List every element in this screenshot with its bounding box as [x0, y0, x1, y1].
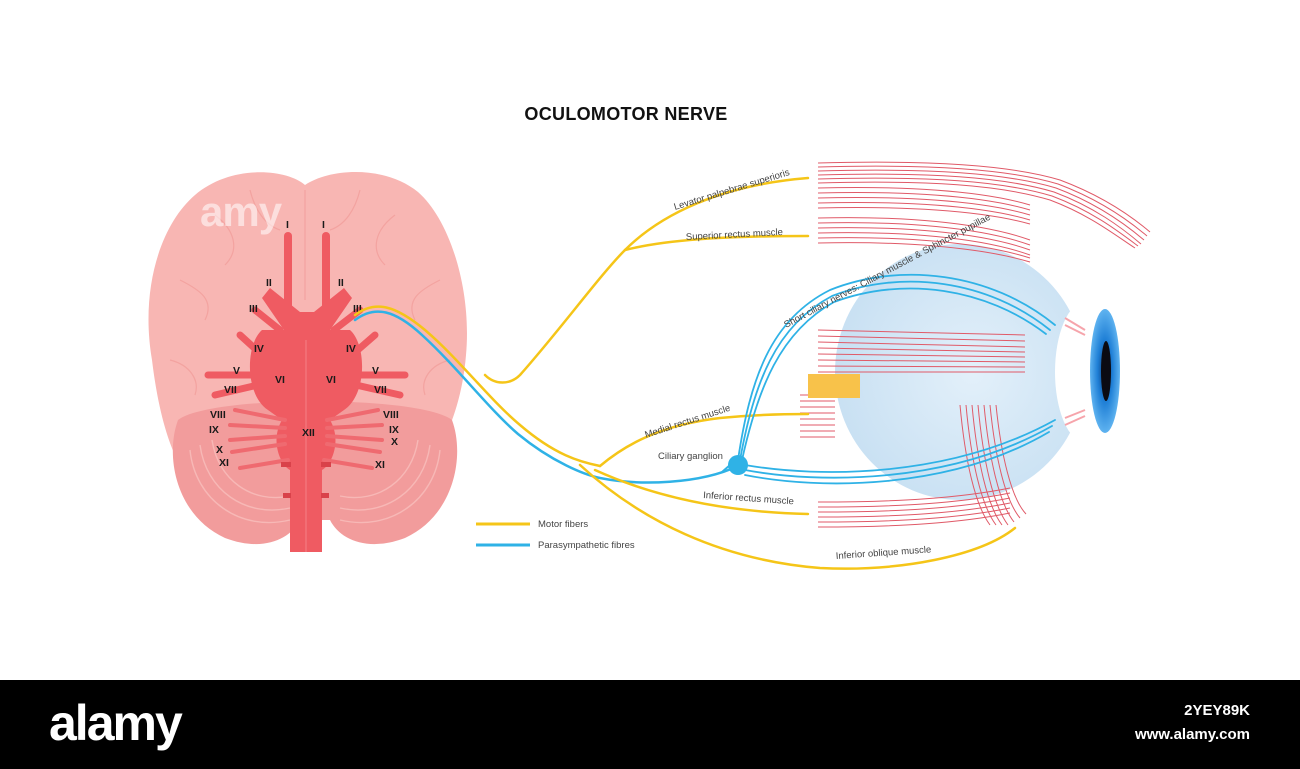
- parasympathetic-trunk: [353, 310, 740, 484]
- ciliary-body: [1064, 317, 1086, 426]
- cn-left-VII: VII: [224, 384, 237, 396]
- superior-rectus-branch: [623, 234, 810, 252]
- cn-left-IX: IX: [209, 424, 219, 436]
- short-ciliary-nerve-upper-1: [737, 273, 1056, 461]
- cn-left-V: V: [233, 365, 240, 377]
- label-ciliary-ganglion: Ciliary ganglion: [658, 451, 723, 462]
- levator-branch: [623, 176, 810, 252]
- brain-illustration: [148, 171, 467, 552]
- medial-rectus-branch: [598, 412, 810, 468]
- watermark-logo: amy: [200, 188, 282, 235]
- cn-right-X: X: [391, 436, 398, 448]
- label-inferior-oblique: Inferior oblique muscle: [835, 544, 931, 562]
- footer-bar: alamy 2YEY89K www.alamy.com: [0, 680, 1300, 769]
- short-ciliary-nerve-upper-3: [741, 287, 1047, 461]
- image-id: 2YEY89K: [1184, 702, 1250, 719]
- cn-right-VII: VII: [374, 384, 387, 396]
- legend-motor-label: Motor fibers: [538, 519, 588, 530]
- cn-left-II: II: [266, 277, 272, 289]
- cn-XII: XII: [302, 427, 315, 439]
- cn-right-VIII: VIII: [383, 409, 399, 421]
- optic-chiasm: [262, 288, 352, 330]
- cn-right-I: I: [322, 219, 325, 231]
- cn-right-II: II: [338, 277, 344, 289]
- brain-gyri: [169, 189, 451, 396]
- superior-rectus-muscle: [817, 187, 1031, 263]
- cerebellum-folia: [189, 439, 441, 524]
- legend-parasympathetic-label: Parasympathetic fibres: [538, 540, 635, 551]
- lateral-rectus-muscle: [817, 329, 1026, 373]
- label-superior-rectus: Superior rectus muscle: [686, 227, 784, 243]
- ciliary-ganglion-node: [728, 455, 748, 475]
- medial-rectus-muscle: [800, 394, 835, 438]
- cn-left-I: I: [286, 219, 289, 231]
- cn-right-IV: IV: [346, 343, 356, 355]
- short-ciliary-nerve-lower-3: [744, 431, 1050, 485]
- diagram-title: OCULOMOTOR NERVE: [524, 104, 728, 124]
- cranial-nerve-labels: I I II II III III IV IV V V VI VI VII VI…: [209, 219, 399, 471]
- lower-cranial-nerves: [228, 408, 384, 470]
- short-ciliary-nerve-lower-2: [744, 425, 1053, 479]
- inferior-rectus-muscle: [817, 487, 1011, 528]
- superior-division: [483, 248, 627, 384]
- cn-left-XI: XI: [219, 457, 229, 469]
- legend: Motor fibers Parasympathetic fibres: [476, 519, 635, 551]
- medulla-marks: [281, 462, 331, 498]
- ganglion-spur: [721, 464, 731, 473]
- brand-logo[interactable]: alamy: [49, 695, 183, 751]
- short-ciliary-nerve-upper-2: [739, 280, 1051, 461]
- cn-left-III: III: [249, 303, 258, 315]
- cn-left-IV: IV: [254, 343, 264, 355]
- diagram-canvas: OCULOMOTOR NERVE: [148, 104, 1151, 570]
- cn-right-V: V: [372, 365, 379, 377]
- label-medial-rectus: Medial rectus muscle: [644, 403, 732, 441]
- cn-left-VI: VI: [275, 374, 285, 386]
- short-ciliary-nerve-lower-1: [744, 419, 1056, 473]
- site-url[interactable]: www.alamy.com: [1134, 726, 1250, 743]
- levator-muscle: [817, 161, 1151, 249]
- pupil: [1101, 341, 1111, 401]
- diagram-svg: I I II II III III IV IV V V VI VI VII VI…: [148, 161, 1151, 570]
- cn-left-X: X: [216, 444, 223, 456]
- cn-left-VIII: VIII: [210, 409, 226, 421]
- inferior-oblique-muscle: [959, 404, 1027, 526]
- olfactory-tracts: [284, 232, 330, 312]
- cn-right-XI: XI: [375, 459, 385, 471]
- inferior-oblique-branch: [578, 463, 1017, 570]
- label-levator: Levator palpebrae superioris: [673, 167, 792, 213]
- cn-right-VI: VI: [326, 374, 336, 386]
- nerve-paths: [353, 176, 1056, 570]
- inferior-rectus-branch: [593, 468, 810, 516]
- cn-right-III: III: [353, 303, 362, 315]
- motor-trunk: [353, 305, 602, 468]
- cn-right-IX: IX: [389, 424, 399, 436]
- ciliary-ganglion-box: [808, 374, 860, 398]
